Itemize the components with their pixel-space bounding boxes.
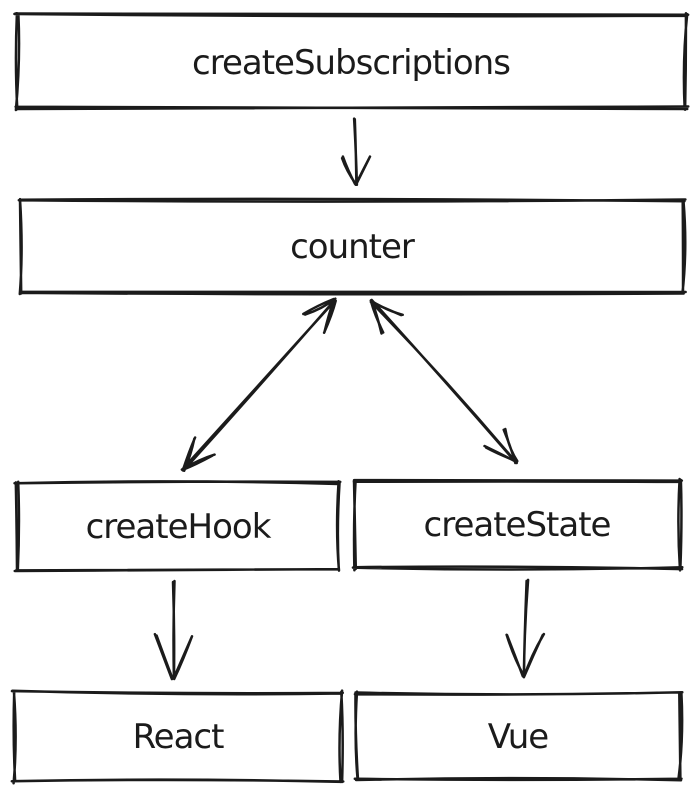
node-label-react: React (133, 717, 225, 757)
node-label-counter: counter (290, 227, 415, 267)
edge-createhook-react (153, 579, 194, 681)
edge-createstate-vue (505, 578, 546, 679)
node-label-createstate: createState (424, 505, 611, 545)
edge-counter-createhook-stroke (180, 297, 337, 472)
node-box-vue-stroke (353, 690, 684, 782)
edge-counter-createhook (180, 297, 337, 472)
node-box-vue (353, 690, 684, 782)
node-box-createstate (351, 477, 684, 572)
edge-createsubscriptions-counter (340, 117, 372, 187)
node-box-createsubscriptions-stroke (13, 11, 690, 112)
node-box-createhook (13, 480, 342, 573)
edge-createhook-react-stroke (153, 579, 194, 681)
edge-createsubscriptions-counter-stroke (340, 117, 372, 187)
edge-counter-createstate-stroke (369, 298, 519, 465)
node-box-react (10, 689, 345, 785)
node-label-createhook: createHook (86, 507, 272, 547)
node-box-counter (17, 197, 687, 296)
node-box-createhook-stroke (13, 480, 342, 573)
node-box-createsubscriptions (13, 11, 690, 112)
node-box-react-stroke (10, 689, 345, 785)
edge-createstate-vue-stroke (505, 578, 546, 679)
node-label-vue: Vue (488, 717, 549, 757)
node-box-counter-stroke (17, 197, 687, 296)
node-box-createstate-stroke (351, 477, 684, 572)
edge-counter-createstate (369, 298, 519, 465)
shapes-layer (10, 11, 690, 785)
node-label-createsubscriptions: createSubscriptions (192, 43, 510, 83)
